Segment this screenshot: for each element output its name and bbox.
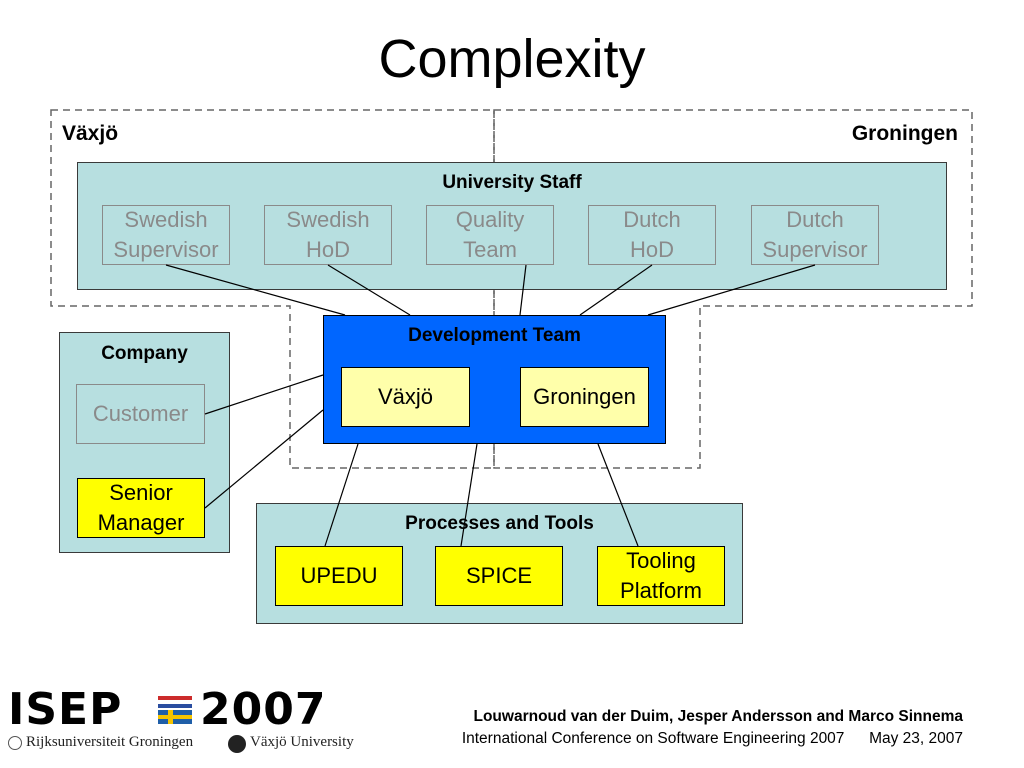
box-line: Quality: [455, 207, 525, 232]
processes-tools-title: Processes and Tools: [405, 513, 594, 534]
box-line: SPICE: [465, 563, 533, 588]
dev-site-vaxjo-box: Växjö: [341, 367, 470, 427]
footer-conference-line: International Conference on Software Eng…: [383, 728, 963, 750]
flag-emblem-icon: [158, 696, 192, 724]
vaxjo-region-outline: [50, 109, 495, 469]
box-line: Team: [463, 237, 517, 262]
logo-vaxjo-text: Växjö University: [250, 734, 354, 750]
box-line: Platform: [620, 578, 702, 603]
region-label-groningen: Groningen: [851, 122, 958, 145]
logo-isep-text: ISEP: [8, 684, 123, 735]
box-line: Dutch: [623, 207, 681, 232]
region-label-vaxjo: Växjö: [62, 122, 119, 145]
box-line: Customer: [92, 401, 189, 426]
footer-citation: Louwarnoud van der Duim, Jesper Andersso…: [383, 706, 963, 750]
box-line: Tooling: [626, 548, 696, 573]
isep-2007-logo: ISEP 2007 Rijksuniversiteit Groningen Vä…: [8, 688, 368, 764]
company-title: Company: [101, 343, 188, 364]
slide-title: Complexity: [378, 29, 646, 89]
box-line: Supervisor: [762, 237, 868, 262]
footer-date: May 23, 2007: [869, 730, 963, 747]
development-team-title: Development Team: [408, 325, 581, 346]
box-line: Swedish: [124, 207, 208, 232]
dev-site-groningen-box: Groningen: [520, 367, 649, 427]
box-line: Dutch: [786, 207, 844, 232]
customer-box: Customer: [76, 384, 205, 444]
box-line: UPEDU: [300, 563, 378, 588]
box-line: Groningen: [533, 384, 636, 409]
box-line: Swedish: [286, 207, 370, 232]
box-line: Supervisor: [113, 237, 219, 262]
logo-year-text: 2007: [200, 684, 327, 735]
university-staff-title: University Staff: [442, 172, 582, 193]
box-line: Manager: [97, 510, 185, 535]
box-line: HoD: [629, 237, 674, 262]
vaxjo-seal-icon: [228, 735, 246, 753]
spice-box: SPICE: [435, 546, 563, 606]
logo-groningen-text: Rijksuniversiteit Groningen: [26, 734, 194, 750]
box-line: Senior: [109, 480, 173, 505]
box-line: Växjö: [377, 384, 434, 409]
groningen-region-outline: [493, 109, 973, 469]
groningen-seal-icon: [8, 736, 22, 750]
upedu-box: UPEDU: [275, 546, 403, 606]
footer-conference: International Conference on Software Eng…: [461, 730, 845, 747]
footer-authors: Louwarnoud van der Duim, Jesper Andersso…: [473, 708, 964, 725]
box-line: HoD: [305, 237, 350, 262]
